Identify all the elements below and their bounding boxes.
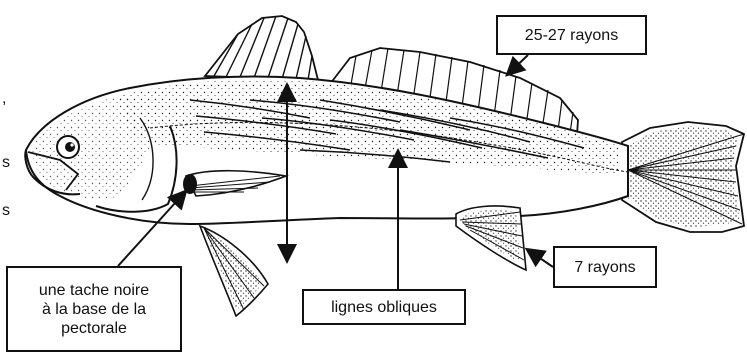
pelvic-fin: [200, 226, 268, 316]
label-oblique-lines-text: lignes obliques: [331, 298, 437, 317]
edge-fragment-2: s: [2, 154, 10, 172]
label-dorsal-rays: 25-27 rayons: [496, 15, 647, 55]
label-oblique-lines: lignes obliques: [302, 289, 466, 325]
label-pectoral-spot-line-3: pectorale: [61, 319, 127, 338]
edge-fragment-1: ,: [2, 90, 6, 108]
caudal-fin: [622, 122, 744, 232]
label-anal-rays: 7 rayons: [553, 246, 657, 288]
label-pectoral-spot-line-1: une tache noire: [39, 281, 149, 300]
label-anal-rays-text: 7 rayons: [574, 258, 635, 277]
label-pectoral-spot: une tache noire à la base de la pectoral…: [6, 266, 182, 352]
label-dorsal-rays-text: 25-27 rayons: [525, 26, 618, 45]
anal-fin: [456, 206, 526, 270]
label-pectoral-spot-line-2: à la base de la: [42, 300, 146, 319]
spiny-dorsal-fin: [205, 16, 318, 80]
pectoral-spot: [183, 174, 197, 194]
edge-fragment-3: s: [2, 202, 10, 220]
